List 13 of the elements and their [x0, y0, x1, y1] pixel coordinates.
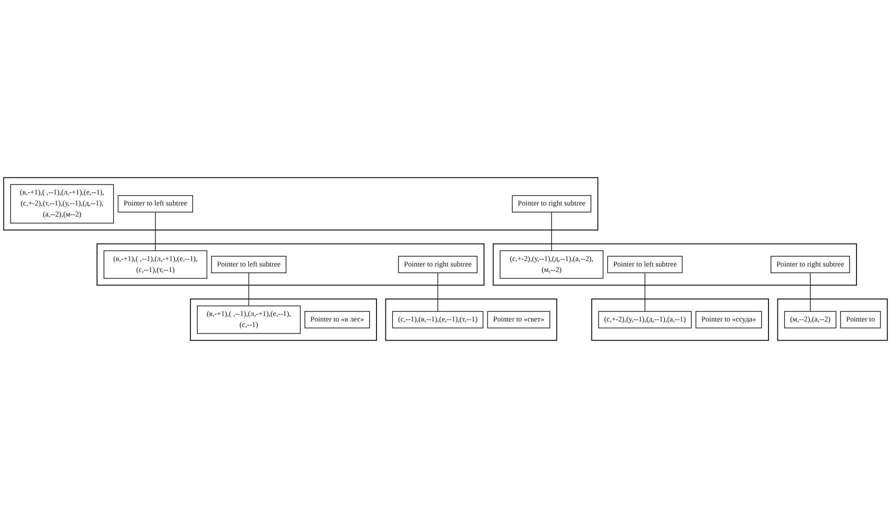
cluster [96, 243, 484, 286]
cluster [777, 298, 888, 341]
cluster [385, 298, 558, 341]
connector [644, 272, 646, 312]
cluster [190, 298, 377, 341]
connector [248, 272, 250, 306]
cluster [492, 243, 857, 286]
connector [437, 272, 438, 312]
connector [551, 212, 552, 252]
connector [155, 212, 156, 252]
cluster [591, 298, 769, 341]
cluster [3, 177, 598, 230]
connector [810, 272, 811, 312]
